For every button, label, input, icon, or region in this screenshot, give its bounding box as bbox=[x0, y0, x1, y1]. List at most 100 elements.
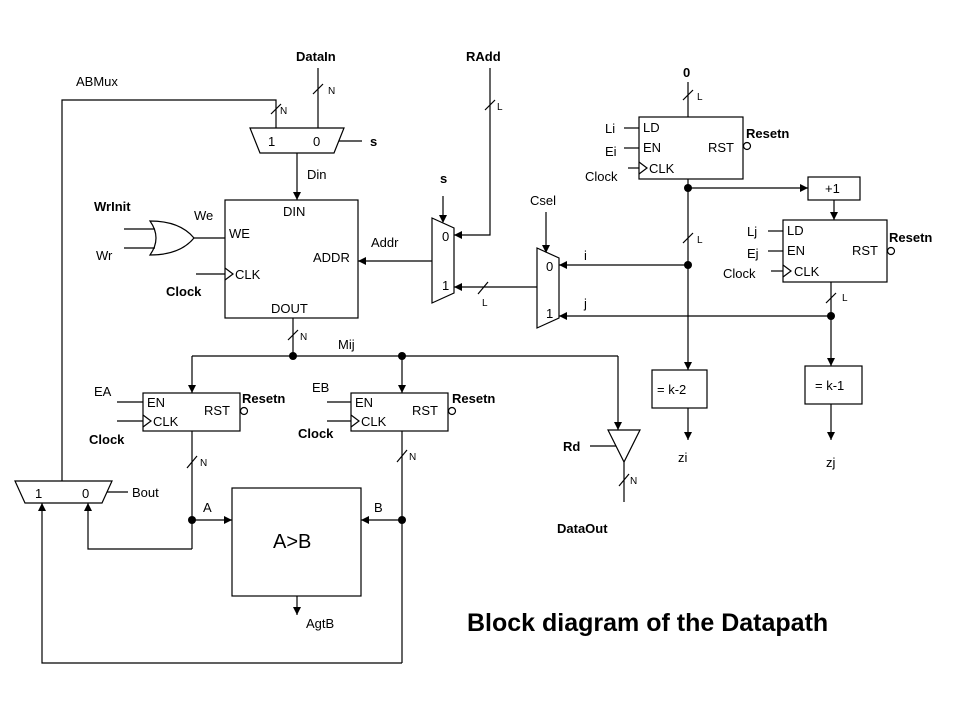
cmp-zj-block bbox=[804, 365, 863, 405]
register-i-rst-bubble bbox=[742, 141, 752, 151]
diagram-title: Block diagram of the Datapath bbox=[467, 609, 828, 637]
din-mux-in0-label: 0 bbox=[313, 134, 320, 149]
j-junction bbox=[827, 312, 835, 320]
memory-clk-port: CLK bbox=[235, 267, 261, 282]
wr-label: Wr bbox=[96, 248, 113, 263]
register-i-clk-port: CLK bbox=[649, 161, 675, 176]
register-a-clk-triangle bbox=[142, 414, 152, 428]
cmp-zi-label: = k-2 bbox=[657, 382, 686, 397]
a-arrow bbox=[224, 516, 232, 524]
register-i-rst-port: RST bbox=[708, 140, 734, 155]
register-a-en-port: EN bbox=[147, 395, 165, 410]
agtb-label: AgtB bbox=[306, 616, 334, 631]
register-i-output-width-label: L bbox=[697, 235, 703, 246]
incrementer-label: +1 bbox=[825, 181, 840, 196]
cmp-zj-label: = k-1 bbox=[815, 378, 844, 393]
b-arrow bbox=[361, 516, 369, 524]
incrementer-out-arrow bbox=[830, 212, 838, 220]
dataout-label: DataOut bbox=[557, 521, 608, 536]
memory-clk-triangle bbox=[224, 267, 234, 281]
j-label: j bbox=[583, 296, 587, 311]
register-a-rst-port: RST bbox=[204, 403, 230, 418]
addr-wire-label: Addr bbox=[371, 235, 399, 250]
wrinit-label: WrInit bbox=[94, 199, 131, 214]
ej-label: Ej bbox=[747, 246, 759, 261]
register-a-clk-port: CLK bbox=[153, 414, 179, 429]
abmux-label: ABMux bbox=[76, 74, 118, 89]
mij-junction-main bbox=[289, 352, 297, 360]
resetn-b-label: Resetn bbox=[452, 391, 495, 406]
csel-mux-out-arrow bbox=[454, 283, 462, 291]
register-b-output-width-label: N bbox=[409, 452, 416, 463]
addr-mux-select-arrow bbox=[439, 215, 447, 223]
i-junction bbox=[684, 261, 692, 269]
din-mux: 1 0 bbox=[249, 127, 345, 154]
cmp-zi-block bbox=[651, 369, 708, 409]
register-b: EN CLK RST bbox=[350, 392, 457, 432]
clock-a-label: Clock bbox=[89, 432, 125, 447]
write-enable-or-gate bbox=[148, 220, 195, 256]
bout-mux-in0-label: 0 bbox=[82, 486, 89, 501]
resetn-j-label: Resetn bbox=[889, 230, 932, 245]
register-i-output-width-tick bbox=[682, 232, 694, 244]
csel-mux-in0-label: 0 bbox=[546, 259, 553, 274]
agtb-arrow bbox=[293, 607, 301, 615]
resetn-a-label: Resetn bbox=[242, 391, 285, 406]
a-label: A bbox=[203, 500, 212, 515]
rd-label: Rd bbox=[563, 439, 580, 454]
din-arrow bbox=[293, 192, 301, 200]
radd-arrow bbox=[454, 231, 462, 239]
zi-label: zi bbox=[678, 450, 688, 465]
register-i-en-port: EN bbox=[643, 140, 661, 155]
register-b-rst-port: RST bbox=[412, 403, 438, 418]
datain-width-tick bbox=[312, 83, 324, 95]
abmux-width-tick bbox=[270, 103, 282, 115]
mij-label: Mij bbox=[338, 337, 355, 352]
a-to-bout-mux-arrow bbox=[84, 503, 92, 511]
csel-out-width-label: L bbox=[482, 298, 488, 309]
abmux-width-label: N bbox=[280, 106, 287, 117]
register-j-en-port: EN bbox=[787, 243, 805, 258]
register-i: LD EN RST CLK bbox=[638, 116, 752, 180]
clock-b-label: Clock bbox=[298, 426, 334, 441]
mij-to-reg-b-arrow bbox=[398, 385, 406, 393]
radd-width-label: L bbox=[497, 102, 503, 113]
addr-mux-select-label: s bbox=[440, 171, 447, 186]
register-b-clk-port: CLK bbox=[361, 414, 387, 429]
register-i-clk-triangle bbox=[638, 161, 648, 175]
dataout-width-tick bbox=[618, 473, 630, 487]
clock-i-label: Clock bbox=[585, 169, 618, 184]
abmux-wire bbox=[61, 99, 277, 465]
register-a-output-width-tick bbox=[186, 455, 198, 469]
resetn-i-label: Resetn bbox=[746, 126, 789, 141]
register-j-ld-port: LD bbox=[787, 223, 804, 238]
dout-width-tick bbox=[287, 329, 299, 341]
register-a-rst-bubble bbox=[239, 406, 249, 416]
zi-cmp-arrow bbox=[684, 362, 692, 370]
register-j-rst-bubble bbox=[886, 246, 896, 256]
datain-width-label: N bbox=[328, 86, 335, 97]
memory-addr-port: ADDR bbox=[313, 250, 350, 265]
register-i-input-width-label: L bbox=[697, 92, 703, 103]
eb-label: EB bbox=[312, 380, 329, 395]
din-mux-select-label: s bbox=[370, 134, 377, 149]
li-label: Li bbox=[605, 121, 615, 136]
csel-out-width-tick bbox=[477, 281, 489, 295]
din-wire-label: Din bbox=[307, 167, 327, 182]
datain-label: DataIn bbox=[296, 49, 336, 64]
mij-to-buffer-arrow bbox=[614, 422, 622, 430]
zj-label: zj bbox=[826, 455, 836, 470]
i-label: i bbox=[584, 248, 587, 263]
register-j-clk-triangle bbox=[782, 264, 792, 278]
csel-mux-in1-label: 1 bbox=[546, 306, 553, 321]
register-j-output-width-tick bbox=[825, 292, 837, 304]
b-to-bout-mux-wire bbox=[41, 503, 402, 664]
b-to-bout-mux-arrow bbox=[38, 503, 46, 511]
register-j-rst-port: RST bbox=[852, 243, 878, 258]
clock-j-label: Clock bbox=[723, 266, 756, 281]
mij-to-reg-a-arrow bbox=[188, 385, 196, 393]
ea-label: EA bbox=[94, 384, 112, 399]
din-mux-in1-label: 1 bbox=[268, 134, 275, 149]
register-a-output-width-label: N bbox=[200, 458, 207, 469]
